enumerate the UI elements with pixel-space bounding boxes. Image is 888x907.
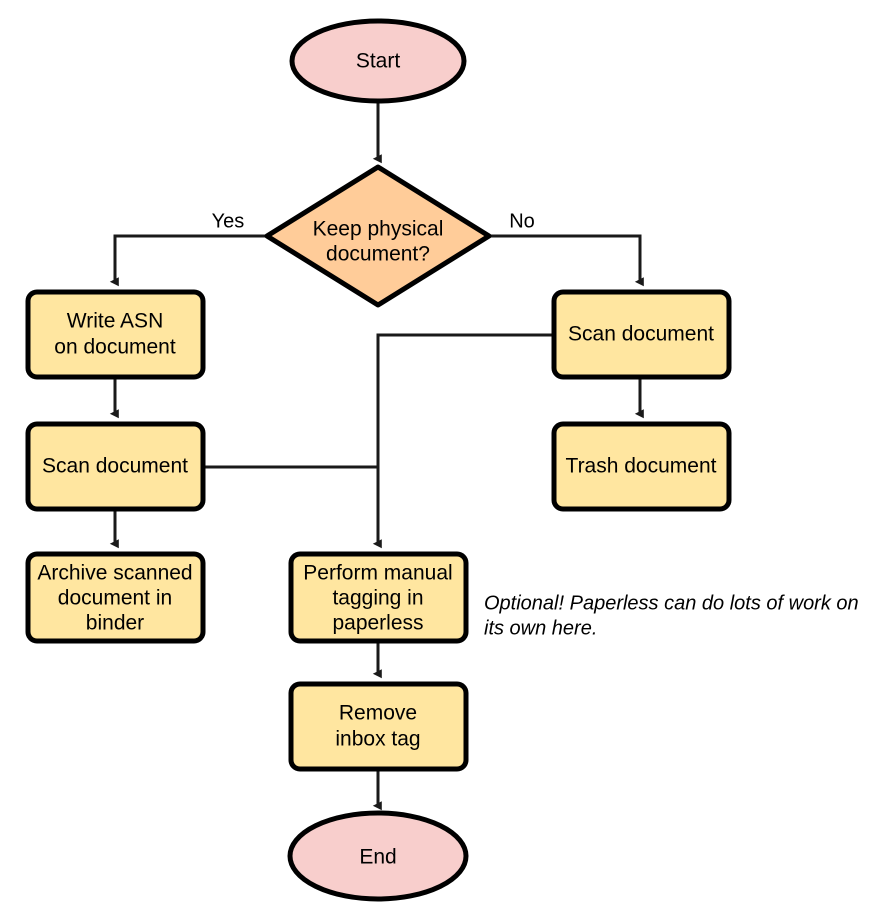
end-ellipse-shape [287, 810, 469, 902]
annotation-note: Optional! Paperless can do lots of work … [484, 592, 859, 639]
remove-inbox-label-line2: inbox tag [335, 728, 420, 751]
archive-label-line1: Archive scanned [37, 562, 192, 585]
scan-document-left-label: Scan document [42, 455, 188, 478]
edge-decision-yes-to-write-asn [109, 234, 265, 287]
edge-scan-right-to-tagging [372, 333, 552, 549]
start-label: Start [356, 50, 401, 73]
node-end[interactable]: End [287, 810, 469, 902]
node-remove-inbox-tag[interactable]: Remove inbox tag [288, 681, 469, 772]
node-write-asn-on-document[interactable]: Write ASN on document [25, 289, 206, 380]
edges-layer [109, 103, 644, 811]
trash-document-box-shape [551, 421, 732, 512]
node-archive-scanned-document[interactable]: Archive scanned document in binder [25, 551, 206, 644]
edge-decision-no-to-scan-right [490, 234, 644, 287]
node-perform-manual-tagging[interactable]: Perform manual tagging in paperless [288, 551, 469, 644]
decision-label-line2: document? [326, 243, 430, 266]
node-trash-document[interactable]: Trash document [551, 421, 732, 512]
write-asn-label-line2: on document [54, 336, 176, 359]
scan-document-right-label: Scan document [568, 323, 714, 346]
edge-label-yes: Yes [212, 210, 245, 232]
tagging-label-line1: Perform manual [303, 562, 452, 585]
archive-label-line3: binder [86, 612, 144, 635]
end-label: End [359, 846, 396, 869]
decision-label-line1: Keep physical [313, 218, 444, 241]
edge-labels-layer: Yes No [212, 210, 535, 232]
node-scan-document-right[interactable]: Scan document [551, 289, 732, 380]
node-scan-document-left[interactable]: Scan document [25, 421, 206, 512]
remove-inbox-box-shape [288, 681, 469, 772]
write-asn-label-line1: Write ASN [67, 310, 163, 333]
tagging-label-line2: tagging in [332, 587, 423, 610]
trash-document-label: Trash document [566, 455, 717, 478]
scan-document-left-box-shape [25, 421, 206, 512]
write-asn-box-shape [25, 289, 206, 380]
archive-box-shape [25, 551, 206, 644]
decision-diamond-shape [264, 164, 492, 308]
scan-document-right-box-shape [551, 289, 732, 380]
node-start[interactable]: Start [289, 18, 467, 104]
start-ellipse-shape [289, 18, 467, 104]
node-decision-keep-physical-document[interactable]: Keep physical document? [264, 164, 492, 308]
remove-inbox-label-line1: Remove [339, 702, 417, 725]
edge-label-no: No [509, 210, 535, 232]
archive-label-line2: document in [58, 587, 172, 610]
tagging-box-shape [288, 551, 469, 644]
note-line-1: Optional! Paperless can do lots of work … [484, 592, 859, 614]
tagging-label-line3: paperless [332, 612, 423, 635]
note-line-2: its own here. [484, 617, 597, 639]
